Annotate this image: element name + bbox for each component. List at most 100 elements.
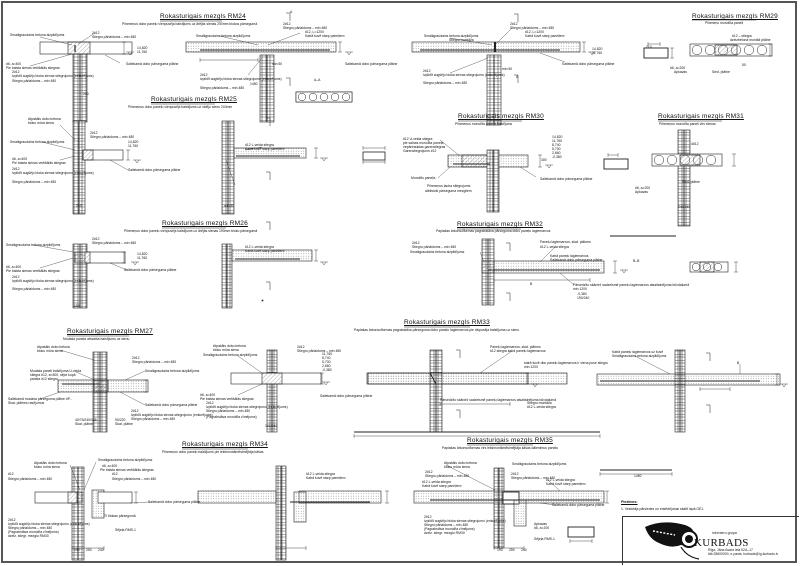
detail-title-rm29: Rokasturigais mezgls RM29 [692,13,778,20]
annotation-label: Sējeļa RMS-1 [115,528,136,532]
annotation-label: 300 [541,158,547,162]
leader-line [39,36,73,46]
address-line-1: Rīga, Jāņa Asara iela 52A–17 [708,548,753,552]
annotation-label: #12 [8,472,14,476]
annotation-label: 4#12 [691,142,699,146]
company-group-label: inženieru grupa [712,531,737,535]
annotation-label: Stiegru pārlaidums – min 480 [90,135,135,139]
leader-line [559,272,575,286]
leader-line [539,246,556,263]
annotation-label: #6, a=200 [670,66,686,70]
annotation-label: Stiegru pārlaidums – min 480 [511,476,556,480]
annotation-label: Izpildīt augšējo bloka sienas stiegrojum… [206,405,288,409]
stirrup-detail [603,158,629,170]
annotation-label: Stiegru pārlaidums – min 480 [425,474,470,478]
annotation-label: Stiegru montāža [449,38,474,42]
annotation-label: Pie balsta sienas vertikālās stiegras [200,397,254,401]
stirrup-detail [643,47,669,59]
stirrup-detail [567,526,595,538]
leader-line [39,257,74,269]
annotation-label: 190 [74,548,80,552]
annotation-label: #12, L=1200 [305,30,324,34]
leader-line [449,37,493,46]
annotation-label: Katrā šuvē starp paneļiem [422,484,462,488]
detail-title-rm33: Rokasturigais mezgls RM33 [404,319,490,326]
leader-line [539,52,566,63]
detail-title-rm32: Rokasturigais mezgls RM32 [457,221,543,228]
annotation-label: 2#12 [511,472,519,476]
annotation-label: Skat. plātne [115,422,133,426]
annotation-label: Katrā šuvē starp paneļiem [305,34,345,38]
floor-slab [596,373,781,386]
annotation-label: #6, a=400 [200,393,216,397]
annotation-label: min 1200 [573,287,587,291]
annotation-label: stiegra #12, a=500, sējot kopā [30,373,76,377]
annotation-label: Izpildīt augšējo bloka sienas stiegrojum… [12,74,94,78]
title-block [622,516,799,565]
annotation-label: 2#12 [424,515,432,519]
annotation-label: Izpildīt augšējo bloka sienas stiegrojum… [131,413,213,417]
annotation-label: Atpakāls dobo betona [213,344,246,348]
annotation-label: 11,760 [128,144,139,148]
annotation-label: Pārsedzīto skārdnī sadzelsmē paneļu lagi… [440,398,557,402]
annotation-label: Smalkgraudains betona aizpildījums [6,243,61,247]
annotation-label: 14,820 [552,135,563,139]
annotation-label: Stiegru pārlaidums – min 480 [92,35,137,39]
floor-slab [185,41,337,53]
beam-section [513,499,527,527]
annotation-label: Katrā šuvē starp paneļiem [525,34,565,38]
leader-line [33,244,74,253]
detail-subtitle-rm33: Paplašas ārkonsolformas pagrabstāva pārs… [354,328,520,332]
annotation-label: Pie balsta sienas vertikālās stiegras [100,468,154,472]
annotation-label: B–B [633,259,640,263]
annotation-label: Saliekamā dobo pārseguma plātne [124,268,177,272]
floor-slab [197,490,277,504]
annotation-label: Izpildīt augšējo bloka sienas stiegrojum… [8,522,90,526]
leader-line [479,251,485,263]
annotation-label: min 50 [224,204,235,208]
annotation-label: Saliekamā dobo pārseguma plātne [126,62,179,66]
leader-line [237,355,263,374]
annotation-label: 2#12 [12,275,20,279]
annotation-label: Smalkgraudains betona aizpildījums [424,34,479,38]
detail-subtitle-rm25: Pilnmeņus dobo paneļu vienpusējs balstīj… [128,105,233,109]
annotation-label: Saliekamā dobo pārseguma plātne [552,503,605,507]
annotation-label: Stiegru pārlaidums – min 480 [8,526,53,530]
annotation-label: 14,820 [137,252,148,256]
detail-title-rm27: Rokasturigais mezgls RM27 [67,328,153,335]
annotation-label: Stiegru pārlaidums – min 480 [112,477,157,481]
annotation-label: Pie balsta sienas vertikālās stiegras [6,66,60,70]
annotation-label: #12 – stiegra [732,34,752,38]
annotation-label: B [530,282,533,286]
infill [82,149,94,161]
annotation-label: #12, L=1200 [525,30,544,34]
leader-line [634,355,671,375]
annotation-label: Smalkgraudains betona aizpildījums [145,369,200,373]
leader-line [109,262,128,271]
detail-title-rm24: Rokasturigais mezgls RM24 [160,13,246,20]
annotation-label: #6, a=200 [635,186,651,190]
hollow-core [341,92,351,102]
annotation-label: Sied. plātne [682,180,700,184]
annotation-label: 2#12 [92,31,100,35]
annotation-label: Skat. plātne [75,422,93,426]
leader-line [479,350,513,374]
annotation-label: pie salnas monolīta paneļa [403,141,444,145]
leader-line [267,32,301,46]
stirrup-detail [362,151,386,161]
annotation-label: 190 [74,304,80,308]
infill [481,260,495,274]
annotation-label: 2#12 [131,409,139,413]
annotation-label: Saliekamā dobo pārseguma plātne [148,500,201,504]
annotation-label: 2#12 [510,22,518,26]
annotation-label: Stiegru pārlaidums – min 480 [12,79,57,83]
annotation-label: #6, a=200 [534,526,550,530]
annotation-label: Stiegru pārlaidums – min 480 [424,523,469,527]
annotation-label: Katrā šuvē starp paneļiem [306,476,346,480]
drawing-geometry [29,12,788,561]
leader-line [109,159,129,171]
annotation-label: Izpildīt augšējo bloka sienas stiegrojum… [12,279,94,283]
bend-icon [608,222,612,236]
annotation-label: Stiegru pārlaidums – min 480 [412,245,457,249]
annotation-label: 2#12 [12,167,20,171]
